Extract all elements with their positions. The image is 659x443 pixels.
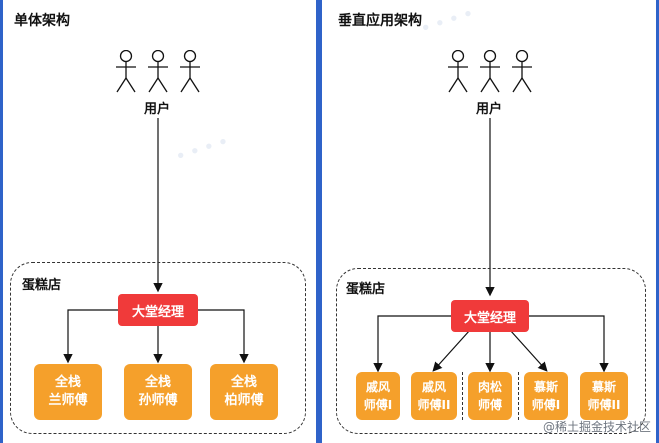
panel-divider	[316, 0, 322, 443]
left-border	[0, 0, 3, 443]
manager-to-worker-arrow	[373, 315, 451, 373]
user-label: 用户	[144, 102, 171, 117]
right-border	[656, 0, 659, 443]
user-icon	[116, 50, 200, 93]
worker-label-line1: 全栈	[230, 375, 257, 390]
worker-label-line2: 柏师傅	[224, 393, 264, 408]
manager-label: 大堂经理	[131, 304, 184, 320]
worker-label-line1: 慕斯	[591, 380, 616, 394]
worker-box: 全栈 柏师傅	[210, 364, 278, 420]
manager-box: 大堂经理	[118, 294, 198, 326]
worker-label-line2: 师傅II	[417, 398, 451, 412]
worker-label-line2: 兰师傅	[48, 393, 88, 408]
worker-box: 全栈 兰师傅	[34, 364, 102, 420]
manager-to-worker-arrow	[63, 309, 118, 364]
worker-box: 戚风 师傅II	[411, 372, 457, 420]
worker-label-line2: 师傅II	[587, 398, 621, 412]
manager-to-worker-arrow	[529, 315, 609, 373]
user-label: 用户	[476, 102, 503, 117]
worker-box: 全栈 孙师傅	[124, 364, 192, 420]
manager-to-worker-arrow	[198, 309, 249, 364]
group-separator	[518, 372, 519, 420]
worker-label-line1: 戚风	[365, 380, 390, 394]
right-panel-title: 垂直应用架构	[338, 13, 422, 29]
worker-box: 慕斯 师傅I	[524, 372, 568, 420]
worker-box: 慕斯 师傅II	[580, 372, 628, 420]
worker-label-line2: 师傅I	[363, 398, 393, 412]
group-separator	[462, 372, 463, 420]
store-boundary	[336, 268, 646, 434]
worker-label-line2: 孙师傅	[138, 393, 178, 408]
store-boundary	[10, 262, 306, 434]
worker-label-line2: 师傅I	[531, 398, 561, 412]
worker-label-line1: 肉松	[477, 380, 502, 394]
left-panel-title: 单体架构	[14, 13, 70, 29]
manager-box: 大堂经理	[451, 300, 529, 332]
store-label: 蛋糕店	[22, 278, 62, 293]
manager-to-worker-arrow	[432, 329, 471, 372]
store-label: 蛋糕店	[346, 282, 386, 297]
worker-label-line1: 慕斯	[533, 380, 558, 394]
worker-label-line1: 全栈	[144, 375, 171, 390]
worker-label-line2: 师傅	[477, 398, 502, 412]
user-icon	[448, 50, 532, 93]
worker-label-line1: 戚风	[421, 380, 446, 394]
worker-box: 戚风 师傅I	[356, 372, 400, 420]
site-watermark: @稀土掘金技术社区	[542, 420, 651, 434]
manager-label: 大堂经理	[463, 310, 516, 326]
worker-label-line1: 全栈	[54, 375, 81, 390]
manager-to-worker-arrow	[509, 329, 548, 372]
worker-box: 肉松 师傅	[468, 372, 512, 420]
